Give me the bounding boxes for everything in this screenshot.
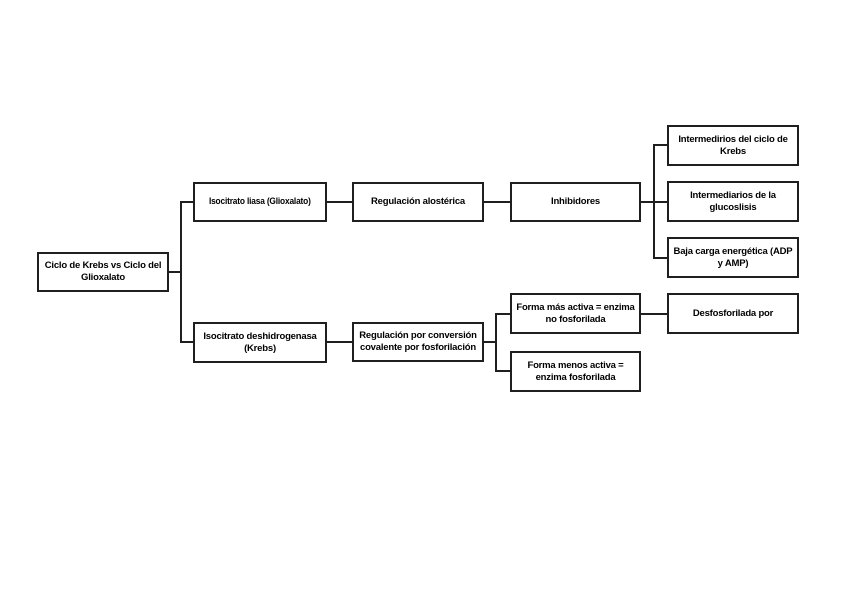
- connector-root-branch-vertical: [180, 201, 182, 343]
- node-intermedirios-ciclo-krebs: Intermedirios del ciclo de Krebs: [667, 125, 799, 166]
- connector-deshidrogenasa-regulacion: [327, 341, 352, 343]
- connector-inhibidores-branch-vertical: [653, 144, 655, 259]
- node-intermediarios-glucoslisis-label: Intermediarios de la glucoslisis: [690, 189, 776, 213]
- connector-to-isocitrato-deshidrogenasa: [180, 341, 194, 343]
- node-baja-carga-energetica: Baja carga energética (ADP y AMP): [667, 237, 799, 278]
- node-inhibidores-label: Inhibidores: [551, 196, 600, 207]
- connector-forma-mas-desfosforilada: [641, 313, 667, 315]
- connector-to-isocitrato-liasa: [180, 201, 194, 203]
- node-forma-mas-activa: Forma más activa = enzima no fosforilada: [510, 293, 641, 334]
- node-root: Ciclo de Krebs vs Ciclo del Glioxalato: [37, 252, 169, 292]
- connector-to-forma-menos-activa: [495, 370, 510, 372]
- node-isocitrato-deshidrogenasa-label: Isocitrato deshidrogenasa (Krebs): [203, 330, 317, 354]
- node-regulacion-conversion-covalente: Regulación por conversión covalente por …: [352, 322, 484, 362]
- connector-liasa-alosterica: [327, 201, 352, 203]
- connector-to-baja-carga: [653, 257, 667, 259]
- connector-root-stub: [168, 271, 182, 273]
- node-intermediarios-glucoslisis: Intermediarios de la glucoslisis: [667, 181, 799, 222]
- node-regulacion-conversion-covalente-label: Regulación por conversión covalente por …: [359, 330, 477, 353]
- node-intermedirios-ciclo-krebs-label: Intermedirios del ciclo de Krebs: [678, 133, 788, 157]
- connector-regulacion-stub: [484, 341, 497, 343]
- node-desfosforilada-por: Desfosforilada por: [667, 293, 799, 334]
- connector-alosterica-inhibidores: [484, 201, 510, 203]
- node-forma-menos-activa: Forma menos activa = enzima fosforilada: [510, 351, 641, 392]
- node-inhibidores: Inhibidores: [510, 182, 641, 222]
- connector-regulacion-branch-vertical: [495, 313, 497, 372]
- node-desfosforilada-por-label: Desfosforilada por: [692, 307, 774, 319]
- node-forma-menos-activa-label: Forma menos activa = enzima fosforilada: [527, 359, 624, 383]
- connector-to-intermedirios-krebs: [653, 144, 667, 146]
- node-isocitrato-liasa-label: Isocitrato liasa (Glioxalato): [209, 196, 311, 207]
- node-regulacion-alosterica: Regulación alostérica: [352, 182, 484, 222]
- connector-to-forma-mas-activa: [495, 313, 510, 315]
- node-isocitrato-deshidrogenasa: Isocitrato deshidrogenasa (Krebs): [193, 322, 327, 363]
- node-baja-carga-energetica-label: Baja carga energética (ADP y AMP): [673, 245, 793, 269]
- node-forma-mas-activa-label: Forma más activa = enzima no fosforilada: [516, 301, 635, 325]
- node-isocitrato-liasa: Isocitrato liasa (Glioxalato): [193, 182, 327, 222]
- node-root-label: Ciclo de Krebs vs Ciclo del Glioxalato: [44, 260, 162, 283]
- node-regulacion-alosterica-label: Regulación alostérica: [370, 196, 465, 207]
